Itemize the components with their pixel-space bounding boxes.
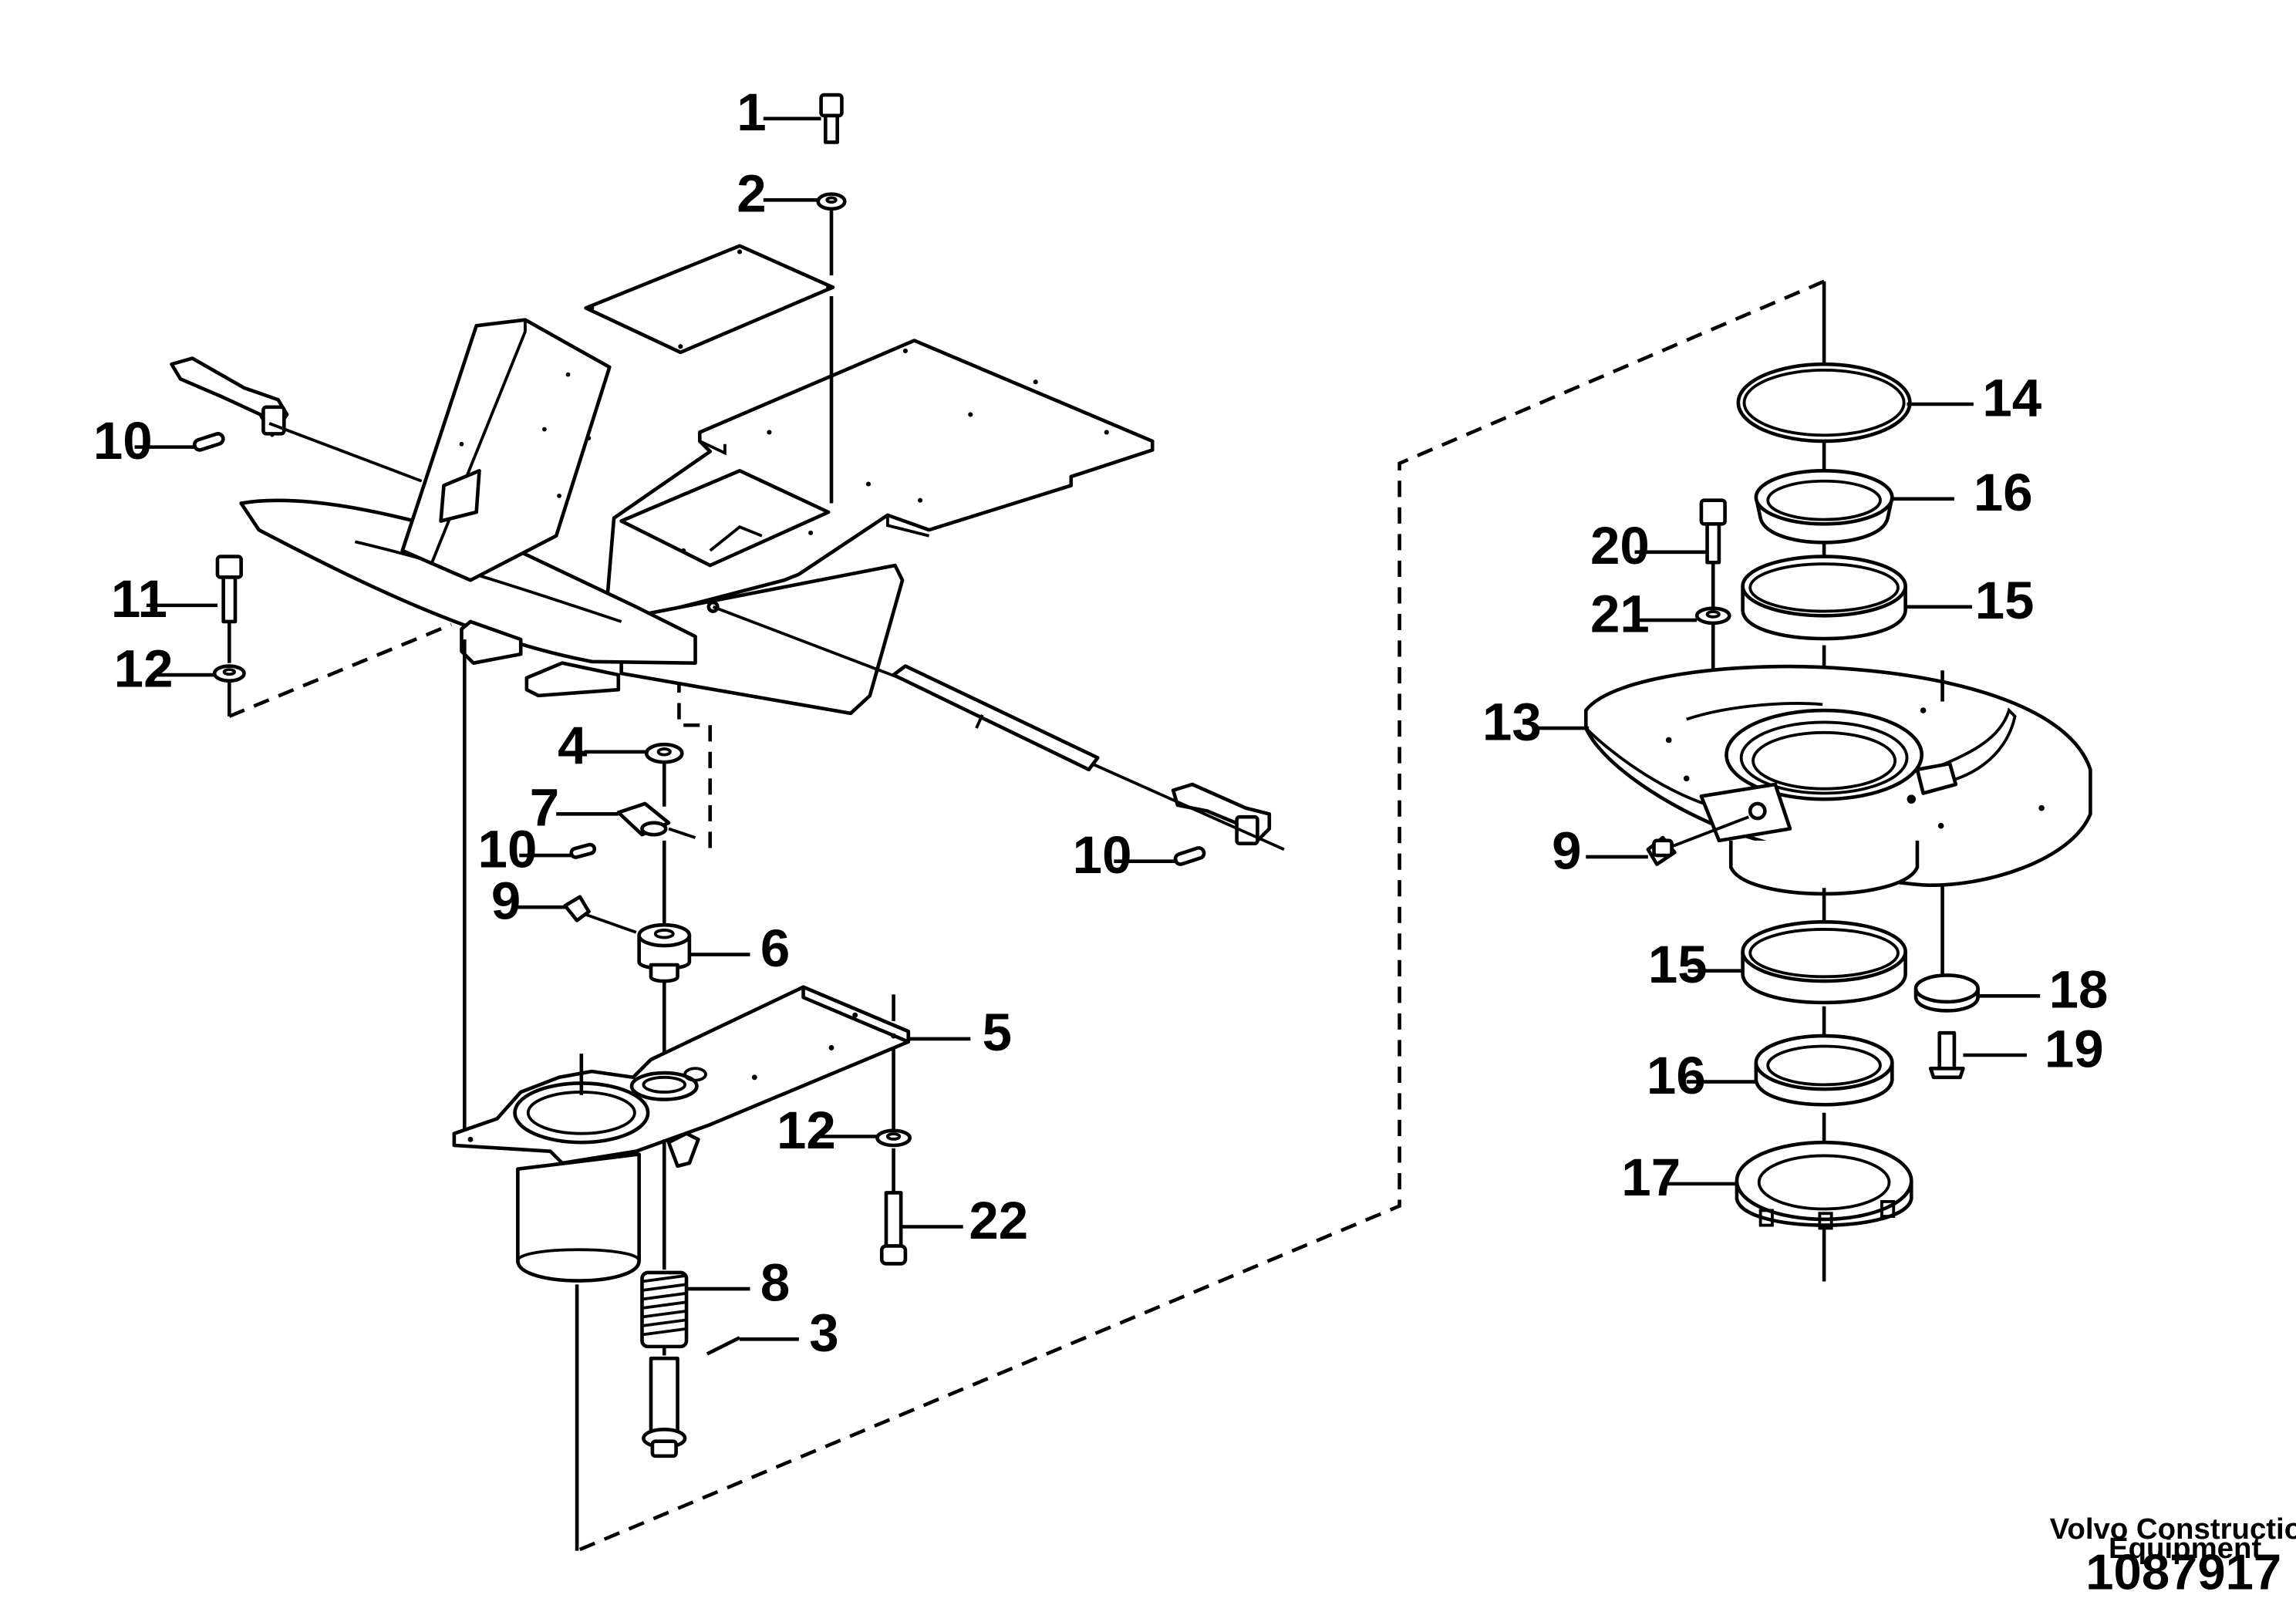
callout-12-left: 12	[114, 638, 174, 698]
bolt-part-11	[215, 555, 243, 624]
callout-11: 11	[111, 568, 167, 629]
screw-part-22	[879, 1191, 908, 1266]
main-frame	[239, 318, 1155, 716]
pivot-pin	[642, 1356, 687, 1458]
callout-1: 1	[737, 82, 766, 142]
callout-13: 13	[1482, 691, 1542, 751]
washer-part-2	[816, 192, 847, 211]
maker-name-line1: Volvo Construction	[2050, 1512, 2296, 1546]
callout-5: 5	[983, 1002, 1012, 1062]
callout-2: 2	[737, 164, 766, 224]
pad-part-18	[1913, 973, 1980, 1013]
callout-6: 6	[760, 918, 790, 978]
ring-part-15-lower	[1741, 920, 1907, 1005]
right-pedal	[1171, 782, 1272, 846]
swivel-plate-part-13	[1583, 664, 2092, 896]
lock-nut-part-17	[1735, 1140, 1913, 1230]
bolt-part-1	[819, 93, 844, 144]
ring-part-16-lower	[1754, 1034, 1894, 1107]
washer-part-12-upper	[212, 664, 246, 683]
callout-8: 8	[760, 1252, 790, 1312]
ring-part-15-upper	[1741, 555, 1907, 641]
grease-nipple-part-9-right	[1646, 815, 1749, 866]
access-cover	[584, 244, 835, 355]
callout-10-center: 10	[478, 818, 538, 878]
washer-part-4	[644, 742, 684, 764]
screw-part-19	[1928, 1030, 1965, 1080]
footer: Volvo Construction Equipment 1087917	[2050, 1512, 2296, 1600]
split-pin-part-3	[706, 1336, 741, 1356]
pedal-rod	[268, 422, 1285, 851]
callout-labels: 1 2 10 11 12 4 7 10 9 6 5 12 22 8 3 10 1…	[93, 82, 2109, 1362]
callout-15-lower: 15	[1648, 934, 1708, 994]
roll-pin-part-10-left	[192, 432, 225, 452]
callout-10-left: 10	[93, 410, 153, 470]
bracket-plate-part-5	[452, 985, 911, 1283]
o-ring-part-14	[1736, 362, 1912, 443]
callout-3: 3	[809, 1303, 838, 1363]
callout-21: 21	[1590, 583, 1650, 643]
washer-part-21	[1694, 606, 1731, 626]
left-pedal	[170, 356, 289, 437]
callout-20: 20	[1590, 515, 1650, 575]
document-number: 1087917	[2085, 1543, 2281, 1600]
callout-17: 17	[1621, 1147, 1681, 1207]
roll-pin-part-10	[569, 842, 597, 859]
washer-part-12-lower	[875, 1128, 912, 1148]
maker-name-line2: Equipment	[2109, 1532, 2261, 1565]
callout-16-upper: 16	[1974, 462, 2033, 522]
callout-14: 14	[1982, 367, 2041, 427]
callout-9-right: 9	[1552, 820, 1581, 880]
pin-part-7	[616, 801, 696, 839]
callout-16-lower: 16	[1647, 1045, 1706, 1105]
spring-part-8	[640, 1270, 689, 1349]
callout-4: 4	[558, 715, 588, 775]
bushing-part-6	[637, 922, 692, 983]
callout-9-left: 9	[491, 871, 521, 931]
callout-15-upper: 15	[1975, 570, 2035, 630]
roll-pin-part-10-right	[1173, 846, 1206, 866]
leaders	[134, 116, 2041, 1341]
grease-nipple-part-9	[563, 895, 637, 934]
callout-7: 7	[530, 777, 559, 838]
callout-10-right: 10	[1073, 824, 1132, 885]
callout-12-lower: 12	[777, 1100, 836, 1160]
ring-part-16-upper	[1754, 469, 1894, 545]
callout-22: 22	[969, 1190, 1028, 1250]
callout-19: 19	[2045, 1018, 2104, 1078]
callout-18: 18	[2049, 959, 2109, 1020]
